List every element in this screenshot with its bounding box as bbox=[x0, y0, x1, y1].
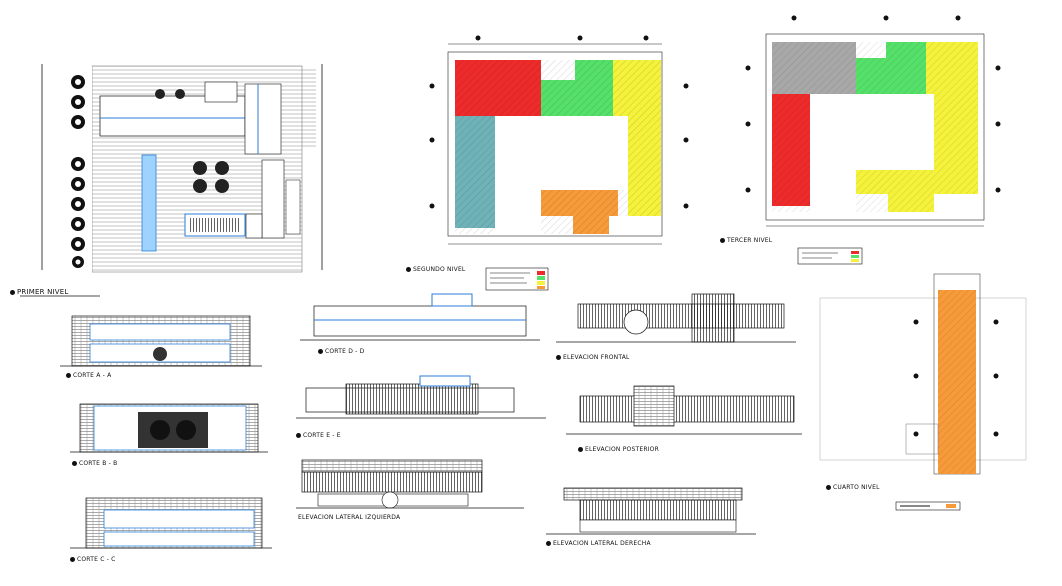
label-elevacion-derecha: ELEVACION LATERAL DERECHA bbox=[546, 540, 651, 547]
label-corte-cc: CORTE C - C bbox=[70, 556, 116, 563]
marker-dot-icon bbox=[318, 349, 323, 354]
marker-dot-icon bbox=[66, 373, 71, 378]
corte-dd-section bbox=[300, 293, 540, 341]
marker-dot-icon bbox=[406, 267, 411, 272]
elevacion-frontal bbox=[556, 293, 796, 343]
elevacion-posterior bbox=[566, 385, 802, 435]
grid-axis-marker-icon bbox=[429, 15, 1001, 437]
label-corte-dd: CORTE D - D bbox=[318, 348, 364, 355]
marker-dot-icon bbox=[578, 447, 583, 452]
label-corte-ee: CORTE E - E bbox=[296, 432, 341, 439]
corte-aa-section bbox=[60, 315, 262, 367]
tercer-nivel-plan bbox=[765, 33, 985, 265]
marker-dot-icon bbox=[720, 238, 725, 243]
primer-nivel-plan bbox=[20, 64, 323, 297]
label-corte-cc-text: CORTE C - C bbox=[77, 556, 116, 563]
marker-dot-icon bbox=[546, 541, 551, 546]
label-primer-nivel: PRIMER NIVEL bbox=[10, 288, 69, 296]
marker-dot-icon bbox=[70, 557, 75, 562]
label-cuarto-nivel-text: CUARTO NIVEL bbox=[833, 484, 880, 491]
label-elevacion-derecha-text: ELEVACION LATERAL DERECHA bbox=[553, 540, 651, 547]
label-tercer-nivel: TERCER NIVEL bbox=[720, 237, 772, 244]
marker-dot-icon bbox=[10, 289, 15, 295]
elevacion-lateral-derecha bbox=[546, 487, 756, 535]
marker-dot-icon bbox=[296, 433, 301, 438]
label-elevacion-izquierda: ELEVACION LATERAL IZQUIERDA bbox=[298, 514, 400, 521]
label-elevacion-izquierda-text: ELEVACION LATERAL IZQUIERDA bbox=[298, 514, 401, 521]
label-corte-aa: CORTE A - A bbox=[66, 372, 111, 379]
label-primer-nivel-text: PRIMER NIVEL bbox=[17, 288, 69, 296]
marker-dot-icon bbox=[826, 485, 831, 490]
marker-dot-icon bbox=[72, 461, 77, 466]
label-elevacion-posterior: ELEVACION POSTERIOR bbox=[578, 446, 659, 453]
label-corte-bb: CORTE B - B bbox=[72, 460, 117, 467]
label-cuarto-nivel: CUARTO NIVEL bbox=[826, 484, 880, 491]
label-corte-aa-text: CORTE A - A bbox=[73, 372, 112, 379]
corte-ee-section bbox=[296, 375, 546, 419]
label-elevacion-frontal: ELEVACION FRONTAL bbox=[556, 354, 630, 361]
label-segundo-nivel-text: SEGUNDO NIVEL bbox=[413, 266, 466, 273]
cuarto-nivel-plan bbox=[819, 273, 1027, 511]
corte-bb-section bbox=[70, 403, 268, 453]
segundo-nivel-plan bbox=[447, 43, 663, 291]
corte-cc-section bbox=[70, 497, 272, 549]
label-corte-bb-text: CORTE B - B bbox=[79, 460, 118, 467]
label-segundo-nivel: SEGUNDO NIVEL bbox=[406, 266, 465, 273]
label-elevacion-posterior-text: ELEVACION POSTERIOR bbox=[585, 446, 659, 453]
label-elevacion-frontal-text: ELEVACION FRONTAL bbox=[563, 354, 630, 361]
marker-dot-icon bbox=[556, 355, 561, 360]
label-tercer-nivel-text: TERCER NIVEL bbox=[727, 237, 773, 244]
elevacion-lateral-izquierda bbox=[296, 459, 524, 509]
label-corte-ee-text: CORTE E - E bbox=[303, 432, 341, 439]
label-corte-dd-text: CORTE D - D bbox=[325, 348, 365, 355]
